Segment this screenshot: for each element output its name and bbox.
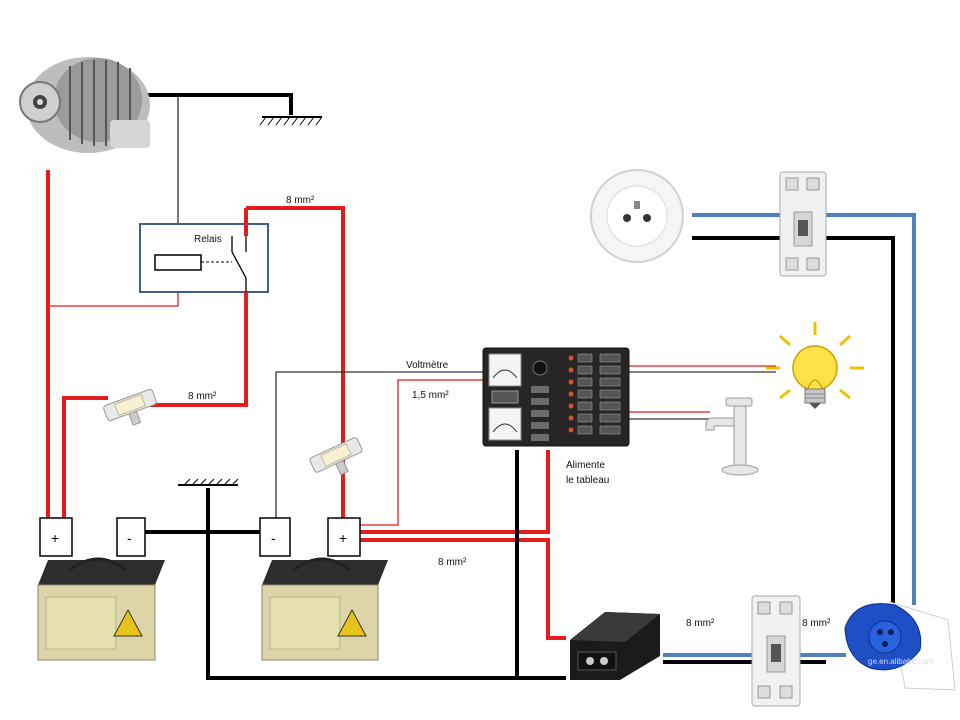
svg-text:+: + <box>339 530 347 546</box>
ground-symbol-top <box>259 116 323 126</box>
breaker1-out-negative-wire <box>826 236 895 612</box>
wire-label-8mm-inverter: 8 mm² <box>686 618 715 629</box>
battery2-to-panel-wire <box>360 450 550 534</box>
fuse-to-battery1-wire <box>62 396 108 518</box>
feeds-panel-label-line2: le tableau <box>566 475 609 486</box>
watermark-text: ge.en.alibaba.com <box>868 657 934 666</box>
wall-socket-icon <box>590 169 684 263</box>
fuse-icon-left <box>103 388 157 426</box>
battery-2 <box>261 557 388 661</box>
voltmeter-signal-wire <box>275 371 483 518</box>
wire-label-8mm-plug: 8 mm² <box>802 618 831 629</box>
alternator-ground-wire <box>140 93 293 115</box>
relay-to-battery2-wire <box>246 206 345 518</box>
inverter-icon <box>570 612 660 680</box>
voltmeter-feed-wire <box>360 379 483 526</box>
battery-2-minus-terminal: - <box>259 517 291 557</box>
light-bulb-icon <box>766 322 864 409</box>
circuit-breaker-bottom <box>751 595 801 707</box>
relay-contact <box>231 251 247 279</box>
wire-label-8mm-bottom: 8 mm² <box>438 557 467 568</box>
panel-knob <box>532 360 548 376</box>
ground-bottom-wire <box>206 488 566 680</box>
breaker1-to-plug-wire <box>826 213 916 605</box>
svg-text:-: - <box>271 530 276 546</box>
feeds-panel-label-line1: Alimente <box>566 460 605 471</box>
ground-symbol-middle <box>178 478 239 486</box>
wire-label-8mm-fuse: 8 mm² <box>188 391 217 402</box>
battery-1-plus-terminal: + <box>39 517 73 557</box>
switch-panel <box>482 347 630 447</box>
alternator-icon <box>19 57 150 153</box>
wire-label-8mm-top: 8 mm² <box>286 195 315 206</box>
relay-coil <box>154 254 202 271</box>
battery-1-minus-terminal: - <box>116 517 146 557</box>
circuit-breaker-top <box>779 171 827 277</box>
water-tap-icon <box>705 397 759 476</box>
negative-wires <box>140 93 895 680</box>
svg-text:+: + <box>51 530 59 546</box>
relay-label: Relais <box>194 234 222 245</box>
fuse-icon-right <box>309 437 363 476</box>
ac-blue-wires <box>663 213 916 657</box>
thin-black-wires <box>177 95 776 518</box>
relay-box: Relais <box>139 223 269 293</box>
battery2-to-inverter-wire <box>360 538 566 640</box>
battery-1 <box>37 557 165 661</box>
svg-text:-: - <box>127 530 132 546</box>
positive-wires <box>46 170 566 640</box>
fuse-branch-wire <box>150 306 248 407</box>
voltmeter-label: Voltmètre <box>406 360 449 371</box>
cee-plug-icon: ge.en.alibaba.com <box>844 601 956 691</box>
wire-label-1-5mm: 1,5 mm² <box>412 390 449 401</box>
panel-switch-column <box>568 355 574 433</box>
battery-2-plus-terminal: + <box>327 517 361 557</box>
